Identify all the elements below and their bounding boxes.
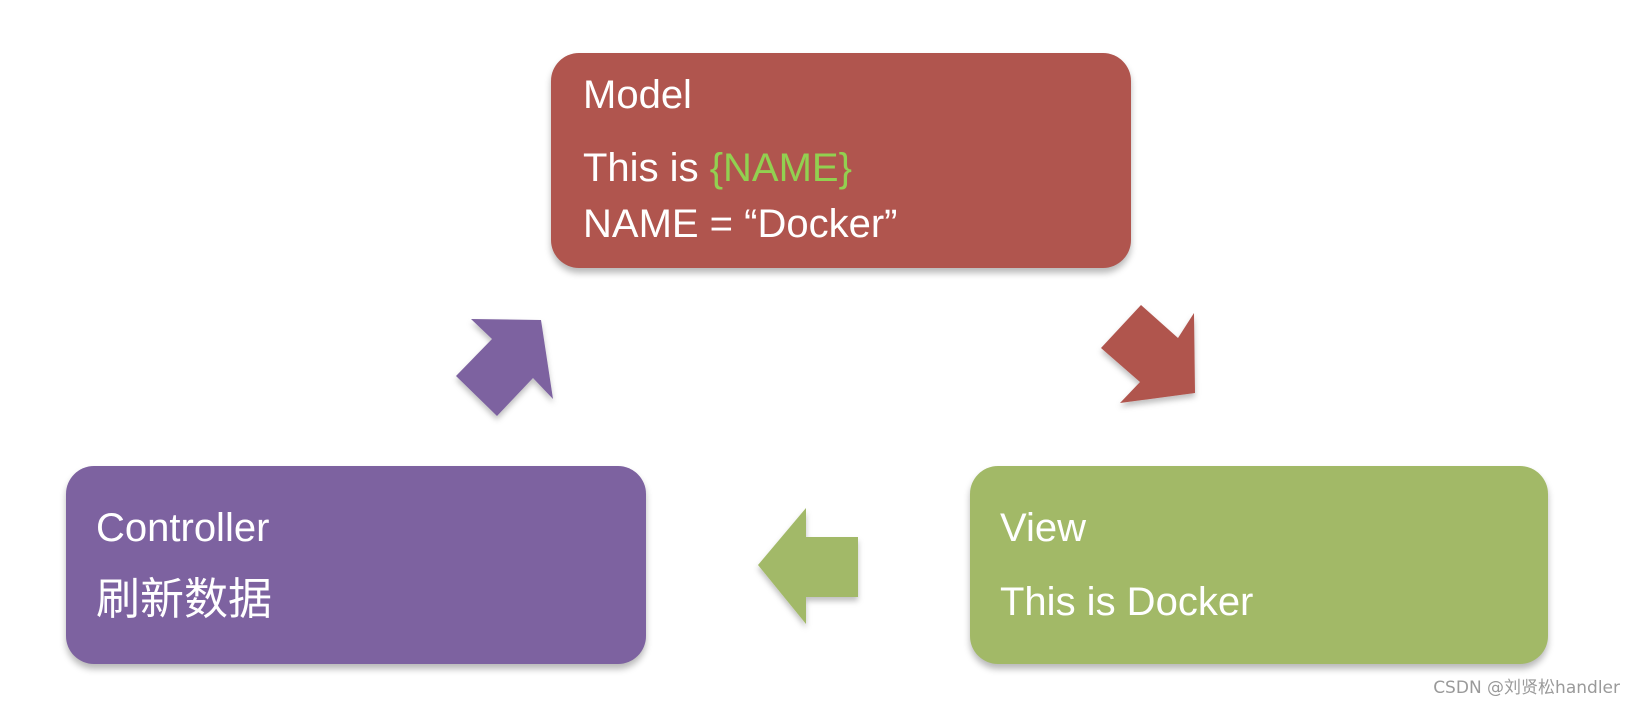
model-line-1: This is {NAME} bbox=[583, 148, 1131, 188]
model-name-placeholder: {NAME} bbox=[709, 146, 852, 190]
model-line-2: NAME = “Docker” bbox=[583, 202, 898, 246]
controller-title: Controller bbox=[96, 506, 270, 550]
view-to-controller-arrow bbox=[758, 508, 858, 624]
model-box: Model This is {NAME} NAME = “Docker” bbox=[551, 53, 1131, 268]
controller-to-model-arrow bbox=[456, 319, 553, 416]
model-line-1-prefix: This is bbox=[583, 146, 710, 190]
controller-line-1: 刷新数据 bbox=[96, 574, 272, 625]
view-line-1: This is Docker bbox=[1000, 580, 1254, 624]
model-to-view-arrow bbox=[1101, 305, 1195, 403]
view-title: View bbox=[1000, 506, 1086, 550]
view-box: View This is Docker bbox=[970, 466, 1548, 664]
watermark: CSDN @刘贤松handler bbox=[1433, 678, 1620, 698]
controller-box: Controller 刷新数据 bbox=[66, 466, 646, 664]
model-title: Model bbox=[583, 73, 692, 117]
